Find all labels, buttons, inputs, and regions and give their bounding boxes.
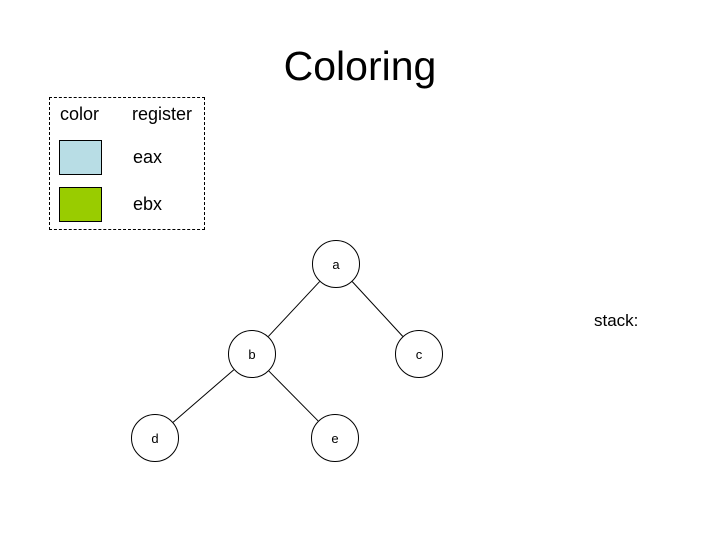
register-label-eax: eax <box>133 147 163 167</box>
register-label-ebx: ebx <box>133 194 163 214</box>
graph-edge-a-c <box>351 281 404 337</box>
color-swatch-eax <box>59 140 102 175</box>
stack-label: stack: <box>594 311 639 330</box>
graph-edge-b-d <box>172 369 235 423</box>
legend-header-color: color <box>60 104 100 124</box>
graph-node-label-c: c <box>415 346 423 362</box>
graph-node-c[interactable]: c <box>395 330 443 378</box>
graph-node-label-d: d <box>151 430 159 446</box>
graph-node-e[interactable]: e <box>311 414 359 462</box>
graph-edge-b-e <box>268 370 319 422</box>
legend-header-register: register <box>132 104 193 124</box>
page-title: Coloring <box>283 43 437 89</box>
color-swatch-ebx <box>59 187 102 222</box>
graph-node-label-b: b <box>248 346 256 362</box>
graph-node-a[interactable]: a <box>312 240 360 288</box>
graph-node-d[interactable]: d <box>131 414 179 462</box>
graph-node-label-a: a <box>332 256 340 272</box>
graph-node-label-e: e <box>331 430 339 446</box>
graph-node-b[interactable]: b <box>228 330 276 378</box>
color-register-legend: color register eax ebx <box>49 97 205 230</box>
graph-edge-a-b <box>268 281 320 337</box>
